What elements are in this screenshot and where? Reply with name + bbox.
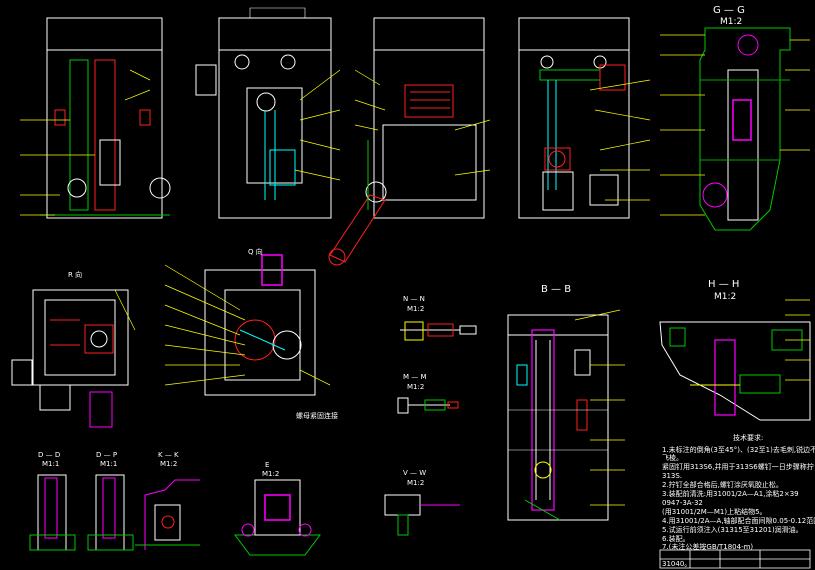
view-title-gg: G — G: [713, 5, 745, 16]
view-r: [11, 289, 136, 428]
note-line: 3.装配前清洗:用31001/2A—A1,涂粘2×39: [662, 489, 799, 498]
view-title-q: Q 向: [248, 247, 263, 256]
section-dp: [87, 474, 134, 551]
parts-caption: 螺母紧固连接: [296, 411, 338, 420]
note-line: 5.试运行前须注入(31315至31201)润滑油。: [662, 525, 803, 534]
side-view-with-lever: [328, 17, 491, 266]
section-vw: [384, 494, 460, 536]
view-q: [164, 254, 331, 396]
view-title-dp: D — P: [96, 451, 117, 459]
view-scale-hh: M1:2: [714, 292, 736, 302]
section-mm: [397, 397, 459, 414]
section-dd: [29, 474, 76, 551]
view-scale-dp: M1:1: [100, 460, 117, 468]
section-hh: [659, 299, 811, 421]
section-bb: [507, 309, 625, 521]
note-line: (用31001/2M—M1)上粘结物5。: [662, 507, 767, 516]
view-scale-kk: M1:2: [160, 460, 177, 468]
section-gg-view: [660, 27, 810, 231]
technical-notes: 技术要求: 1.未标注的倒角(3至45°)、(32至1)去毛刺,锐边不得有 飞棱…: [662, 433, 815, 568]
section-nn: [400, 321, 477, 341]
note-line: 31040。: [662, 560, 691, 568]
view-title-nn: N — N: [403, 295, 425, 303]
note-line: 1.未标注的倒角(3至45°)、(32至1)去毛刺,锐边不得有: [662, 445, 815, 454]
note-line: 2.拧钉全部合格后,螺钉涂厌氧胶止松。: [662, 480, 783, 489]
view-scale-e: M1:2: [262, 470, 279, 478]
note-line: 4.用31001/2A—A,轴部配合面间隙0.05-0.12范围。: [662, 516, 815, 525]
note-line: 7.(未注公差按GB/T1804-m): [662, 542, 753, 551]
note-line: 0947-3A-32: [662, 499, 703, 507]
front-view-1: [20, 17, 171, 219]
view-title-kk: K — K: [158, 451, 179, 459]
side-view-motor: [518, 17, 651, 219]
note-line: 313S.: [662, 472, 682, 480]
view-scale-mm: M1:2: [407, 383, 424, 391]
view-title-mm: M — M: [403, 373, 427, 381]
notes-frame: [659, 549, 811, 569]
notes-heading: 技术要求:: [733, 433, 763, 442]
view-scale-dd: M1:1: [42, 460, 59, 468]
note-line: 紧固钉用313S6,并用于313S6螺钉一日步骤称拧: [662, 462, 814, 471]
view-scale-vw: M1:2: [407, 479, 424, 487]
section-e: [234, 479, 321, 556]
front-view-2: [195, 7, 341, 219]
view-title-dd: D — D: [38, 451, 60, 459]
section-kk: [135, 479, 200, 550]
note-line: 6.装配。: [662, 534, 690, 543]
view-title-vw: V — W: [403, 469, 426, 477]
view-title-e: E: [265, 461, 269, 469]
view-scale-nn: M1:2: [407, 305, 424, 313]
view-title-hh: H — H: [708, 279, 739, 290]
view-scale-gg: M1:2: [720, 17, 742, 27]
view-title-r: R 向: [68, 270, 82, 279]
view-title-bb: B — B: [541, 284, 571, 295]
note-line: 飞棱。: [662, 453, 683, 462]
